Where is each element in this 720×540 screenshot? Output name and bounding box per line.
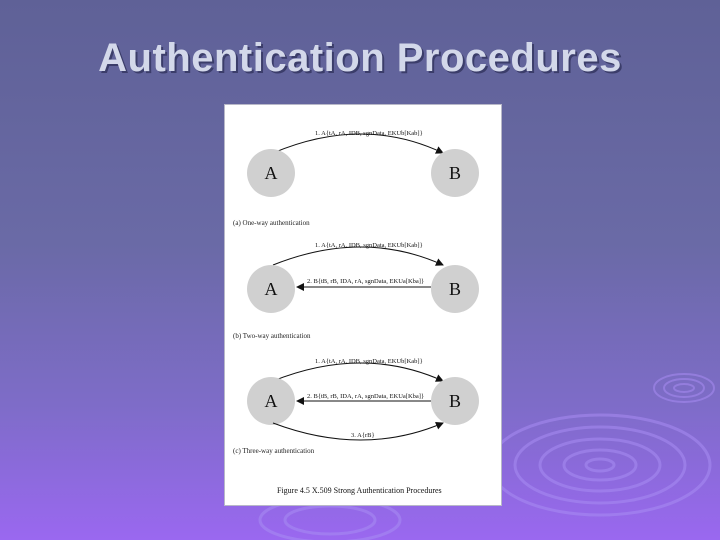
panel-one-way: 1. A{tA, rA, IDB, sgnData, EKUb[Kab]} A … (233, 130, 479, 227)
panel-caption: (a) One-way authentication (233, 219, 310, 227)
x509-diagram: 1. A{tA, rA, IDB, sgnData, EKUb[Kab]} A … (233, 130, 479, 495)
panel-three-way: 1. A{tA, rA, IDB, sgnData, EKUb[Kab]} 2.… (233, 358, 479, 455)
message-2: 2. B{tB, rB, IDA, rA, sgnData, EKUa[Kba]… (307, 393, 424, 400)
node-a (247, 265, 295, 313)
message-1: 1. A{tA, rA, IDB, sgnData, EKUb[Kab]} (315, 242, 423, 249)
slide-title: Authentication Procedures (98, 36, 622, 80)
message-1: 1. A{tA, rA, IDB, sgnData, EKUb[Kab]} (315, 358, 423, 365)
panel-caption: (b) Two-way authentication (233, 332, 311, 340)
node-a (247, 377, 295, 425)
node-a-label: A (265, 279, 278, 299)
arrow-a-to-b (272, 133, 444, 154)
node-b-label: B (449, 279, 461, 299)
figure-caption: Figure 4.5 X.509 Strong Authentication P… (277, 486, 442, 495)
message-2: 2. B{tB, rB, IDA, rA, sgnData, EKUa[Kba]… (307, 278, 424, 285)
message-3: 3. A{rB} (351, 432, 375, 439)
node-b-label: B (449, 391, 461, 411)
panel-two-way: 1. A{tA, rA, IDB, sgnData, EKUb[Kab]} 2.… (233, 242, 479, 340)
arrow-a-to-b (272, 362, 444, 382)
node-a-label: A (265, 391, 278, 411)
node-a (247, 149, 295, 197)
x509-figure: 1. A{tA, rA, IDB, sgnData, EKUb[Kab]} A … (224, 104, 502, 506)
node-a-label: A (265, 163, 278, 183)
arrow-a-to-b (272, 246, 444, 266)
node-b (431, 265, 479, 313)
panel-caption: (c) Three-way authentication (233, 447, 315, 455)
node-b-label: B (449, 163, 461, 183)
message-1: 1. A{tA, rA, IDB, sgnData, EKUb[Kab]} (315, 130, 423, 137)
node-b (431, 149, 479, 197)
arrow-a-to-b-final (272, 422, 444, 441)
node-b (431, 377, 479, 425)
